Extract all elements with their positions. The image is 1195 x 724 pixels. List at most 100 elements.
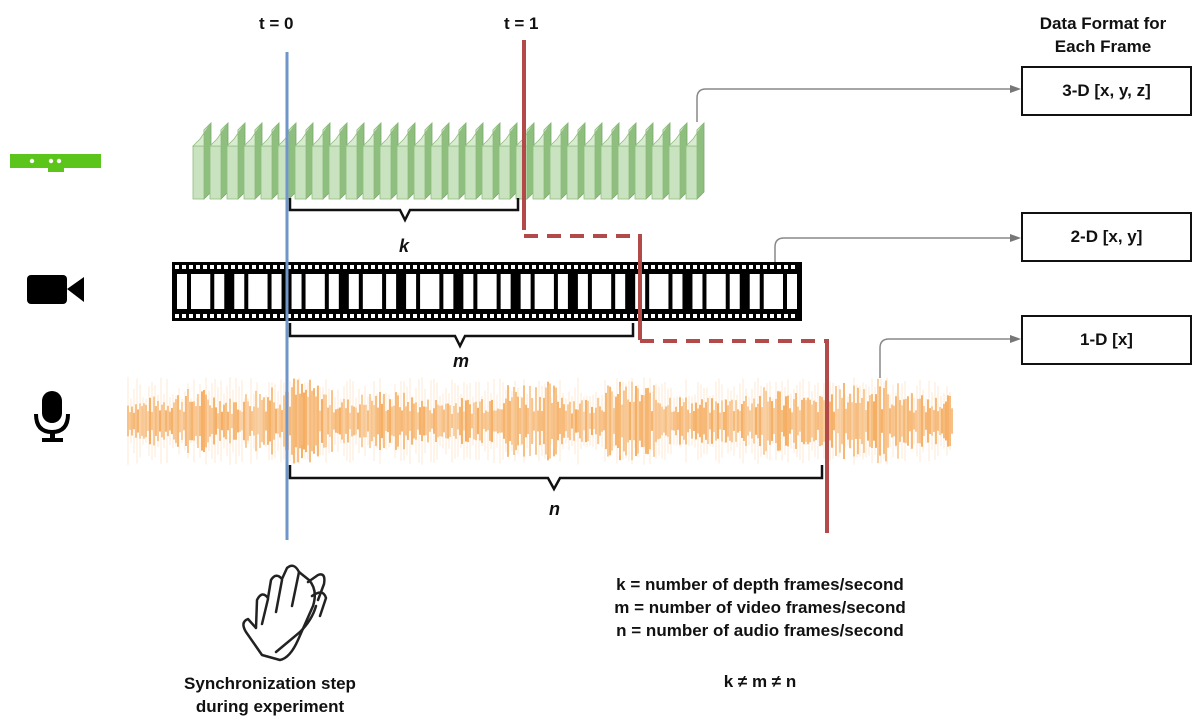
film-sprocket-hole (721, 314, 725, 318)
film-sprocket-hole (378, 265, 382, 269)
film-sprocket-hole (714, 265, 718, 269)
film-sprocket-hole (329, 314, 333, 318)
film-sprocket-hole (630, 314, 634, 318)
film-sprocket-hole (777, 265, 781, 269)
film-sprocket-hole (203, 314, 207, 318)
film-sprocket-hole (476, 314, 480, 318)
film-sprocket-hole (595, 265, 599, 269)
t0-label: t = 0 (259, 14, 294, 33)
clapping-hands-icon (242, 564, 328, 662)
depth-frame (651, 122, 671, 200)
film-sprocket-hole (777, 314, 781, 318)
format-box-2d: 2-D [x, y] (1021, 212, 1192, 262)
film-sprocket-hole (763, 265, 767, 269)
film-sprocket-hole (224, 265, 228, 269)
film-sprocket-hole (448, 314, 452, 318)
film-sprocket-hole (196, 265, 200, 269)
film-sprocket-hole (385, 314, 389, 318)
film-sprocket-hole (182, 265, 186, 269)
film-sprocket-hole (189, 265, 193, 269)
film-sprocket-hole (441, 265, 445, 269)
film-sprocket-hole (518, 265, 522, 269)
film-sprocket-hole (336, 265, 340, 269)
bracket-m (288, 323, 635, 349)
film-sprocket-hole (616, 265, 620, 269)
bracket-n (288, 465, 824, 492)
film-sprocket-hole (469, 314, 473, 318)
film-sprocket-hole (343, 265, 347, 269)
film-sprocket-hole (266, 265, 270, 269)
t1-label: t = 1 (504, 14, 539, 33)
film-frame (692, 274, 740, 309)
video-film-strip (172, 262, 802, 321)
film-sprocket-hole (581, 265, 585, 269)
film-sprocket-hole (483, 314, 487, 318)
film-frame (749, 274, 797, 309)
film-sprocket-hole (490, 314, 494, 318)
microphone-icon (34, 391, 70, 442)
depth-frame (583, 122, 603, 200)
film-sprocket-hole (406, 314, 410, 318)
film-sprocket-hole (749, 314, 753, 318)
film-sprocket-hole (252, 314, 256, 318)
data-format-header-line1: Data Format for (1039, 14, 1167, 33)
film-sprocket-hole (735, 265, 739, 269)
film-frame (577, 274, 626, 309)
film-sprocket-hole (574, 314, 578, 318)
film-sprocket-hole (308, 265, 312, 269)
bracket-n-label: n (549, 499, 560, 519)
depth-frame (515, 122, 535, 200)
film-sprocket-hole (791, 314, 795, 318)
film-sprocket-hole (679, 265, 683, 269)
film-frame (406, 274, 454, 309)
film-sprocket-hole (210, 265, 214, 269)
film-frame (635, 274, 683, 309)
film-sprocket-hole (308, 314, 312, 318)
film-sprocket-hole (770, 265, 774, 269)
film-sprocket-hole (693, 314, 697, 318)
film-sprocket-hole (504, 265, 508, 269)
depth-frame (413, 122, 433, 200)
film-sprocket-hole (602, 314, 606, 318)
film-sprocket-hole (385, 265, 389, 269)
depth-frame (532, 122, 552, 200)
film-sprocket-hole (665, 314, 669, 318)
film-sprocket-hole (357, 265, 361, 269)
film-sprocket-hole (217, 265, 221, 269)
film-sprocket-hole (427, 314, 431, 318)
film-sprocket-hole (728, 314, 732, 318)
film-sprocket-hole (364, 265, 368, 269)
film-sprocket-hole (497, 314, 501, 318)
connector-video-to-2d (774, 234, 1021, 262)
film-sprocket-hole (196, 314, 200, 318)
film-sprocket-hole (665, 265, 669, 269)
film-sprocket-hole (560, 265, 564, 269)
depth-frame (430, 122, 450, 200)
depth-frame (243, 122, 263, 200)
film-sprocket-hole (280, 314, 284, 318)
film-sprocket-hole (735, 314, 739, 318)
film-sprocket-hole (588, 314, 592, 318)
film-sprocket-hole (287, 314, 291, 318)
legend-m: m = number of video frames/second (614, 598, 906, 617)
film-sprocket-hole (518, 314, 522, 318)
film-sprocket-hole (714, 314, 718, 318)
film-sprocket-hole (245, 265, 249, 269)
film-sprocket-hole (609, 265, 613, 269)
film-sprocket-hole (315, 265, 319, 269)
film-sprocket-hole (378, 314, 382, 318)
depth-frame (294, 122, 314, 200)
legend-n: n = number of audio frames/second (616, 621, 904, 640)
depth-frame (498, 122, 518, 200)
film-sprocket-hole (672, 265, 676, 269)
film-sprocket-hole (588, 265, 592, 269)
legend-inequality: k ≠ m ≠ n (723, 672, 797, 691)
film-sprocket-hole (399, 314, 403, 318)
film-sprocket-hole (686, 265, 690, 269)
film-sprocket-hole (322, 265, 326, 269)
film-sprocket-hole (448, 265, 452, 269)
film-sprocket-hole (182, 314, 186, 318)
film-sprocket-hole (203, 265, 207, 269)
film-sprocket-hole (476, 265, 480, 269)
film-sprocket-hole (630, 265, 634, 269)
